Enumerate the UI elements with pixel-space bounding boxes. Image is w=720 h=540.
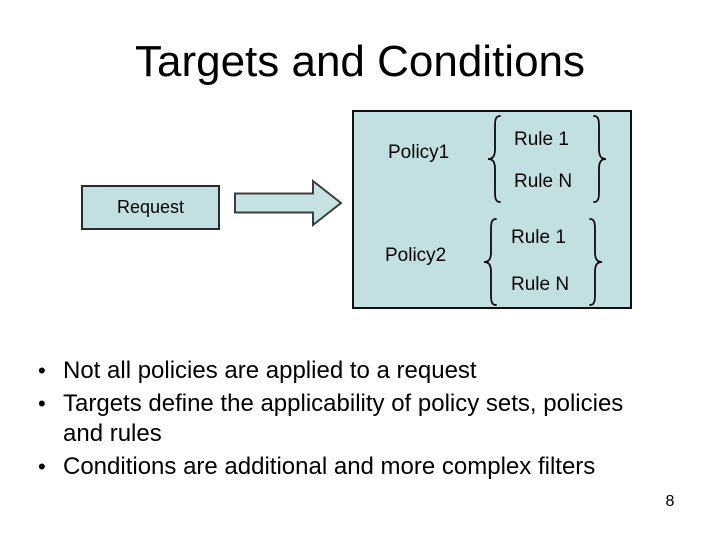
right-brace-icon bbox=[593, 115, 607, 203]
request-label: Request bbox=[116, 197, 185, 217]
policy1-label: Policy1 bbox=[388, 142, 450, 163]
left-brace-icon bbox=[487, 115, 501, 203]
policy2-label: Policy2 bbox=[385, 245, 447, 266]
bullet-icon: • bbox=[38, 358, 46, 383]
policy1-ruleN-label: Rule N bbox=[514, 171, 573, 192]
policy2-ruleN-label: Rule N bbox=[511, 274, 570, 295]
bullet-text: Not all policies are applied to a reques… bbox=[63, 357, 477, 384]
policies-box: Policy1 Policy2 Rule 1 Rule N Rule 1 Rul… bbox=[352, 110, 632, 309]
left-brace-icon bbox=[483, 218, 497, 306]
right-brace-icon bbox=[589, 218, 603, 306]
bullet-text: Targets define the applicability of poli… bbox=[63, 390, 624, 447]
list-item: • Conditions are additional and more com… bbox=[38, 452, 650, 482]
list-item: • Targets define the applicability of po… bbox=[38, 389, 650, 449]
bullet-text: Conditions are additional and more compl… bbox=[63, 453, 596, 480]
list-item: • Not all policies are applied to a requ… bbox=[38, 356, 650, 386]
slide-title: Targets and Conditions bbox=[134, 37, 586, 86]
bullet-icon: • bbox=[38, 454, 46, 479]
right-block-arrow-icon bbox=[234, 178, 343, 228]
policy1-rule1-label: Rule 1 bbox=[514, 129, 569, 150]
bullet-icon: • bbox=[38, 391, 46, 416]
bullet-list: • Not all policies are applied to a requ… bbox=[38, 356, 650, 485]
request-box: Request bbox=[81, 185, 220, 230]
policy2-rule1-label: Rule 1 bbox=[511, 227, 566, 248]
page-number: 8 bbox=[665, 493, 675, 510]
